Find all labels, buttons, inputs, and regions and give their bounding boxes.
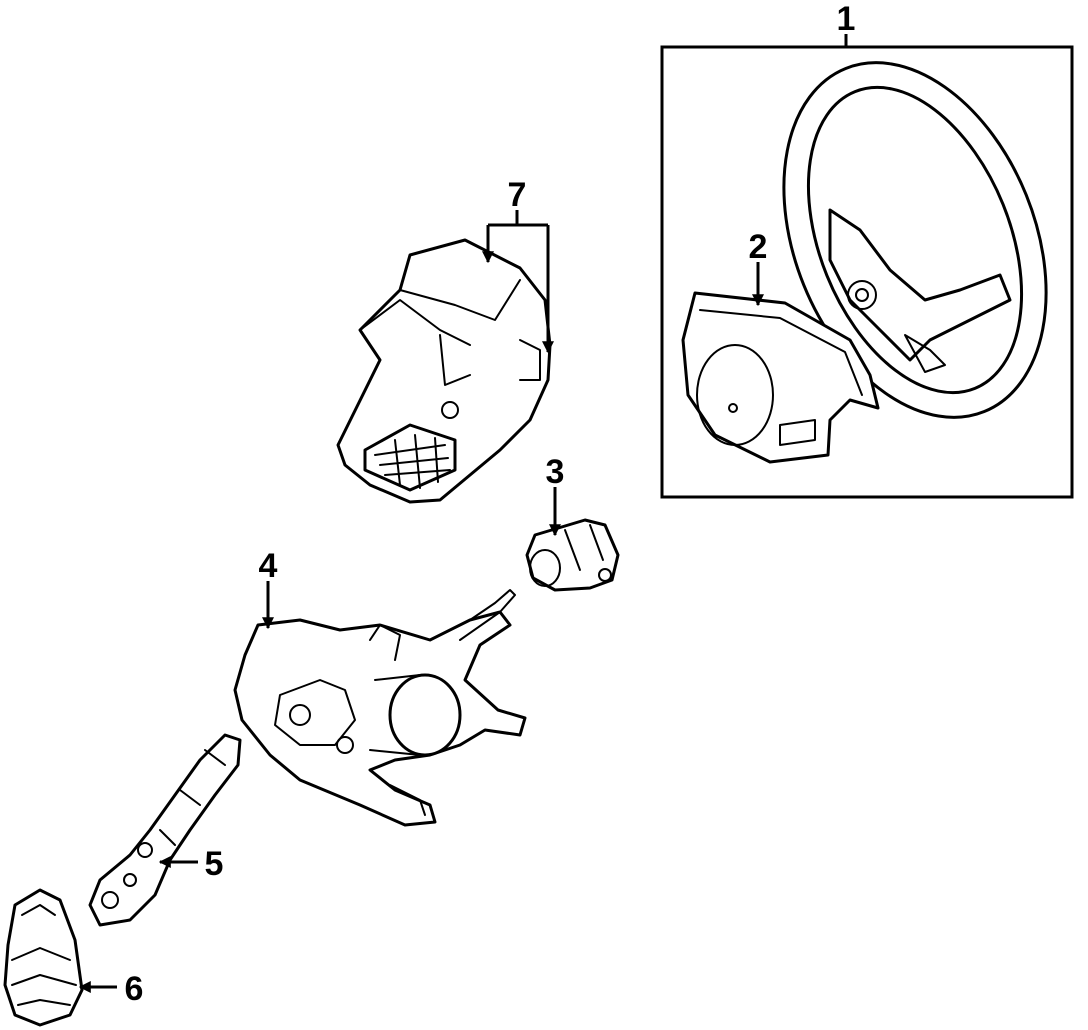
airbag-module-drawing xyxy=(681,291,880,464)
boot-drawing xyxy=(3,888,84,1027)
callout-7: 7 xyxy=(508,176,527,214)
inset-frame xyxy=(660,45,1074,499)
leader-7 xyxy=(486,210,548,352)
callout-6: 6 xyxy=(125,970,144,1008)
intermediate-shaft-drawing xyxy=(88,733,242,927)
callout-2: 2 xyxy=(749,228,768,266)
steering-column-drawing xyxy=(233,589,527,827)
callout-5: 5 xyxy=(205,845,224,883)
column-cover-drawing xyxy=(336,238,552,504)
callout-1: 1 xyxy=(837,0,856,38)
callout-4: 4 xyxy=(259,547,278,585)
callout-3: 3 xyxy=(546,453,565,491)
steering-wheel-drawing xyxy=(782,61,1048,419)
ignition-lock-drawing xyxy=(525,518,620,592)
